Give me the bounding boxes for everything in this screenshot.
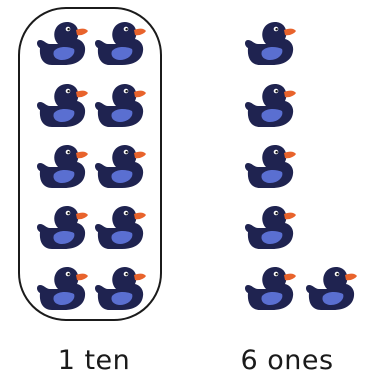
duck-icon: [34, 18, 90, 70]
duck-icon: [92, 18, 148, 70]
duck-icon: [92, 80, 148, 132]
duck-icon: [92, 141, 148, 193]
tens-label: 1 ten: [44, 344, 144, 378]
duck-icon: [34, 263, 90, 315]
duck-icon: [242, 202, 298, 254]
ones-label: 6 ones: [232, 344, 342, 378]
duck-icon: [242, 80, 298, 132]
duck-icon: [92, 263, 148, 315]
duck-icon: [34, 202, 90, 254]
duck-icon: [92, 202, 148, 254]
duck-icon: [34, 80, 90, 132]
duck-icon: [34, 141, 90, 193]
duck-icon: [303, 263, 359, 315]
duck-icon: [242, 141, 298, 193]
duck-icon: [242, 263, 298, 315]
duck-icon: [242, 18, 298, 70]
